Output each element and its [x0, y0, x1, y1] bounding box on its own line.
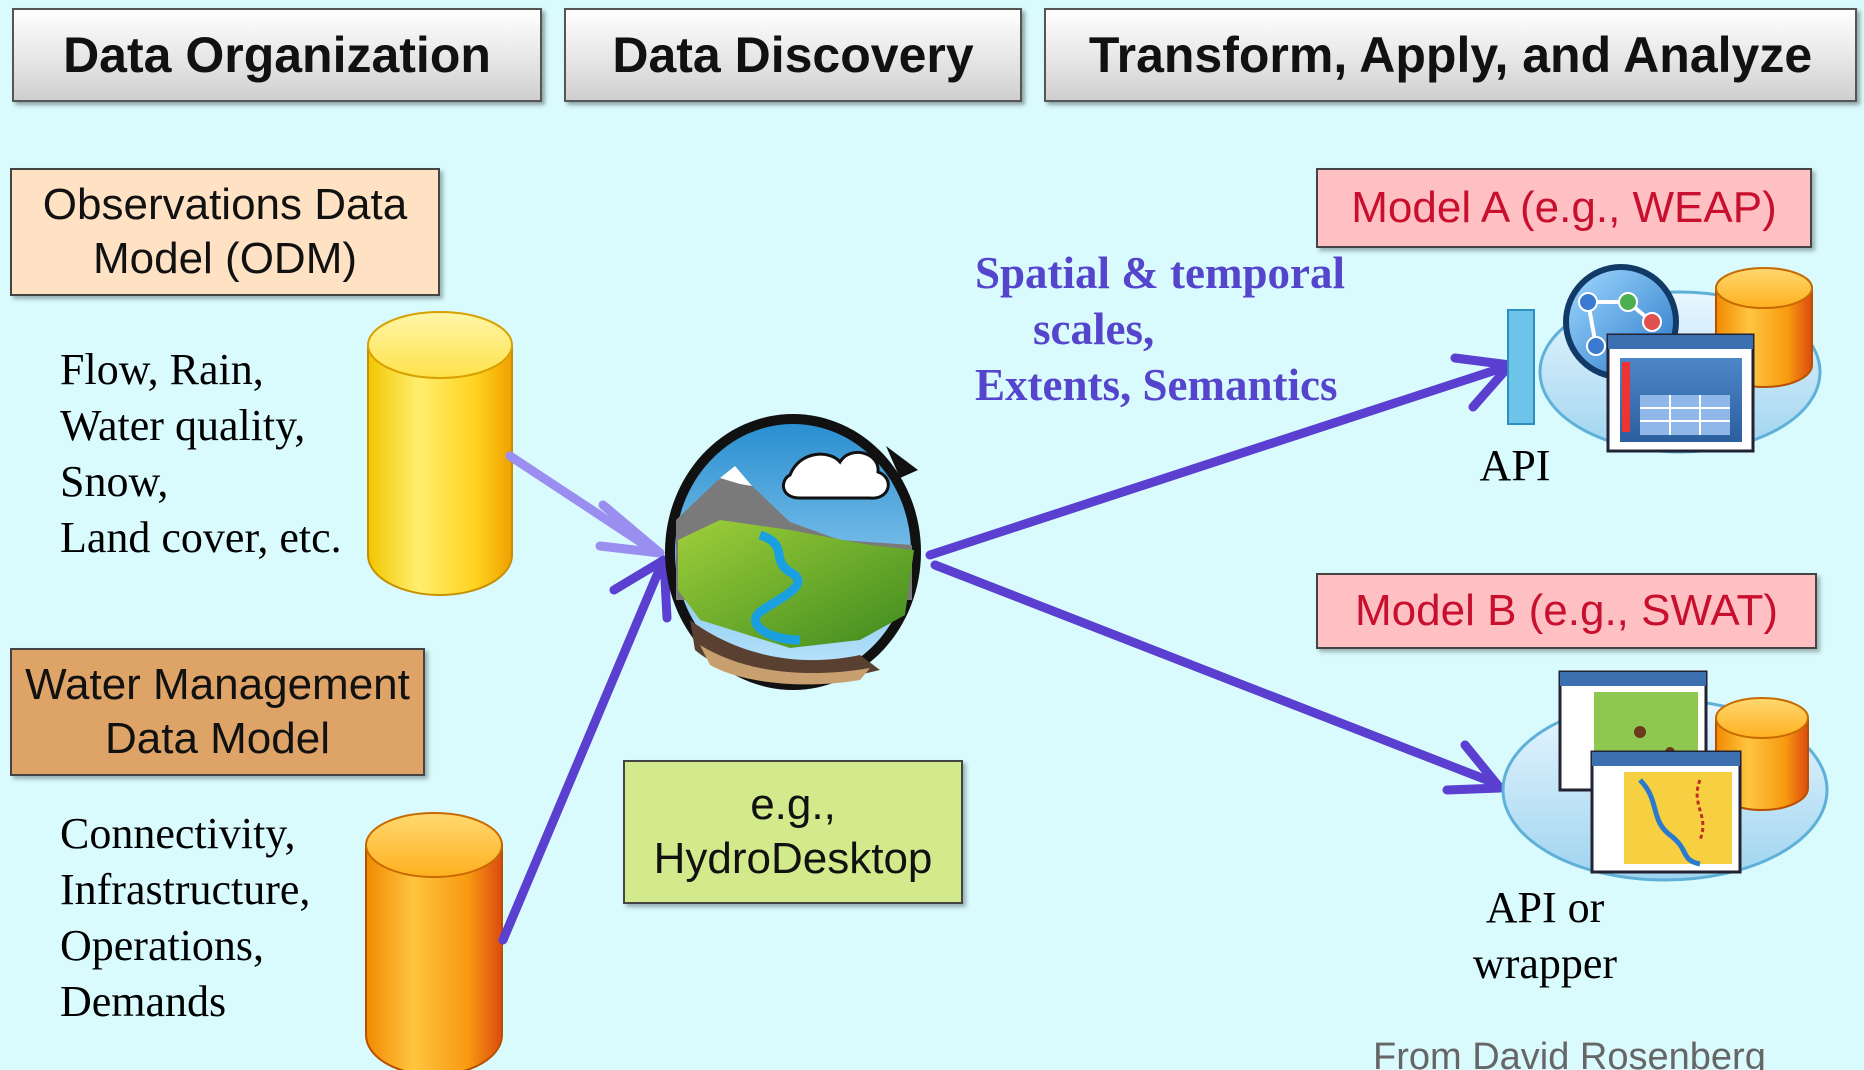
- odm-items-list: Flow, Rain, Water quality, Snow, Land co…: [60, 342, 342, 566]
- wmdm-item: Operations,: [60, 921, 265, 970]
- arrow-hub-to-model-a: [925, 353, 1515, 560]
- wmdm-box-line2: Data Model: [104, 714, 330, 763]
- wmdm-item: Demands: [60, 977, 227, 1026]
- model-a-api-text: API: [1479, 441, 1551, 490]
- wmdm-item: Connectivity,: [60, 809, 296, 858]
- model-b-api-line2: wrapper: [1472, 939, 1618, 988]
- wmdm-box: Water Management Data Model: [10, 648, 425, 776]
- model-a-label: Model A (e.g., WEAP): [1351, 183, 1777, 233]
- scales-line2: scales,: [1033, 304, 1155, 354]
- model-b-api-line1: API or: [1485, 883, 1605, 932]
- arrow-hub-to-model-b: [930, 560, 1505, 795]
- scales-label: Spatial & temporal scales, Extents, Sema…: [975, 245, 1345, 413]
- arrow-wmdm-to-hub: [498, 555, 672, 945]
- model-b-label: Model B (e.g., SWAT): [1355, 586, 1778, 636]
- scales-line3: Extents, Semantics: [975, 360, 1338, 410]
- model-a-api-label: API: [1460, 438, 1570, 494]
- header-data-discovery: Data Discovery: [564, 8, 1022, 102]
- model-a-application-icon: [1507, 264, 1822, 454]
- model-b-box: Model B (e.g., SWAT): [1316, 573, 1817, 649]
- odm-item: Land cover, etc.: [60, 513, 342, 562]
- model-a-box: Model A (e.g., WEAP): [1316, 168, 1812, 248]
- hydrodesktop-line1: e.g.,: [750, 780, 836, 830]
- hydrodesktop-line2: HydroDesktop: [653, 834, 933, 883]
- wmdm-box-line1: Water Management: [25, 660, 410, 710]
- header-transform-apply-analyze: Transform, Apply, and Analyze: [1044, 8, 1857, 102]
- scales-line1: Spatial & temporal: [975, 248, 1345, 298]
- odm-item: Water quality,: [60, 401, 306, 450]
- wmdm-item: Infrastructure,: [60, 865, 311, 914]
- hydro-hub-icon: [665, 414, 921, 690]
- header-data-organization-label: Data Organization: [63, 27, 491, 83]
- hydrodesktop-box: e.g., HydroDesktop: [623, 760, 963, 904]
- odm-item: Flow, Rain,: [60, 345, 264, 394]
- arrow-odm-to-hub: [505, 451, 665, 558]
- credit-text: From David Rosenberg: [1373, 1036, 1766, 1070]
- model-b-application-icon: [1501, 670, 1829, 882]
- model-b-api-label: API or wrapper: [1440, 880, 1650, 992]
- header-data-organization: Data Organization: [12, 8, 542, 102]
- odm-database-icon: [367, 311, 513, 596]
- header-transform-label: Transform, Apply, and Analyze: [1088, 27, 1813, 83]
- odm-item: Snow,: [60, 457, 169, 506]
- wmdm-database-icon: [365, 812, 503, 1070]
- odm-box-line2: Model (ODM): [92, 234, 358, 283]
- model-a-api-connector-icon: [1507, 309, 1535, 425]
- header-data-discovery-label: Data Discovery: [612, 27, 974, 83]
- wmdm-items-list: Connectivity, Infrastructure, Operations…: [60, 806, 310, 1030]
- credit-label: From David Rosenberg: [1373, 1036, 1766, 1070]
- odm-box: Observations Data Model (ODM): [10, 168, 440, 296]
- odm-box-line1: Observations Data: [42, 180, 408, 230]
